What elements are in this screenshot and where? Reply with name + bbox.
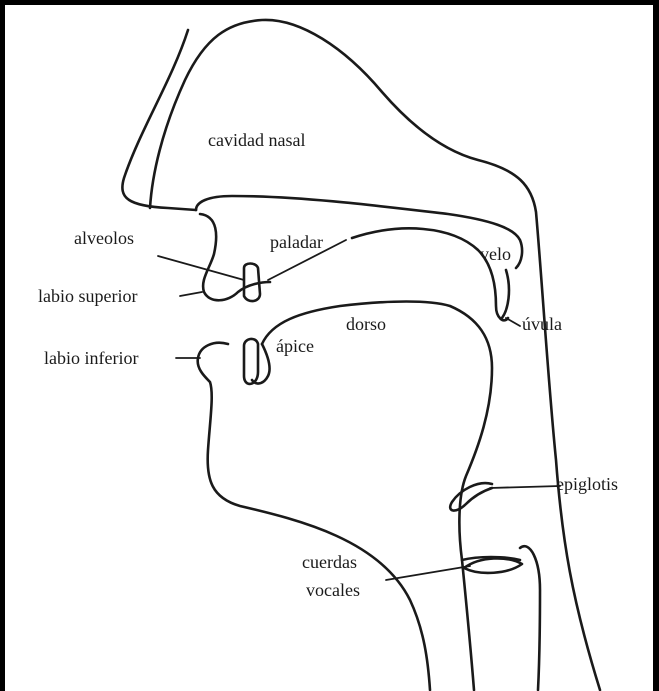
epiglottis-outline: [450, 483, 492, 510]
vocal-cords: [464, 558, 522, 573]
nose-outline: [122, 30, 196, 210]
leader-cuerdas-vocales: [386, 566, 470, 580]
label-cavidad-nasal: cavidad nasal: [208, 130, 305, 150]
nasal-cavity-outline: [150, 20, 600, 690]
label-cuerdas: cuerdas: [302, 552, 357, 572]
apex-outline: [252, 344, 270, 383]
label-epiglotis: epiglotis: [556, 474, 618, 494]
larynx-outline: [520, 546, 540, 690]
upper-lip-outline: [196, 196, 522, 268]
leader-epiglotis: [490, 486, 560, 488]
label-apice: ápice: [276, 336, 314, 356]
leader-alveolos: [158, 256, 244, 280]
label-velo: velo: [480, 244, 511, 264]
lower-incisor: [244, 339, 258, 384]
lower-lip-outline: [198, 343, 430, 690]
label-labio-inferior: labio inferior: [44, 348, 138, 368]
label-alveolos: alveolos: [74, 228, 134, 248]
label-paladar: paladar: [270, 232, 323, 252]
label-dorso: dorso: [346, 314, 386, 334]
palate-velum-outline: [352, 228, 508, 320]
label-uvula: úvula: [522, 314, 562, 334]
label-vocales: vocales: [306, 580, 360, 600]
uvula-outline: [502, 270, 509, 318]
label-labio-superior: labio superior: [38, 286, 137, 306]
leader-uvula: [506, 318, 520, 326]
leader-labio-superior: [180, 292, 202, 296]
